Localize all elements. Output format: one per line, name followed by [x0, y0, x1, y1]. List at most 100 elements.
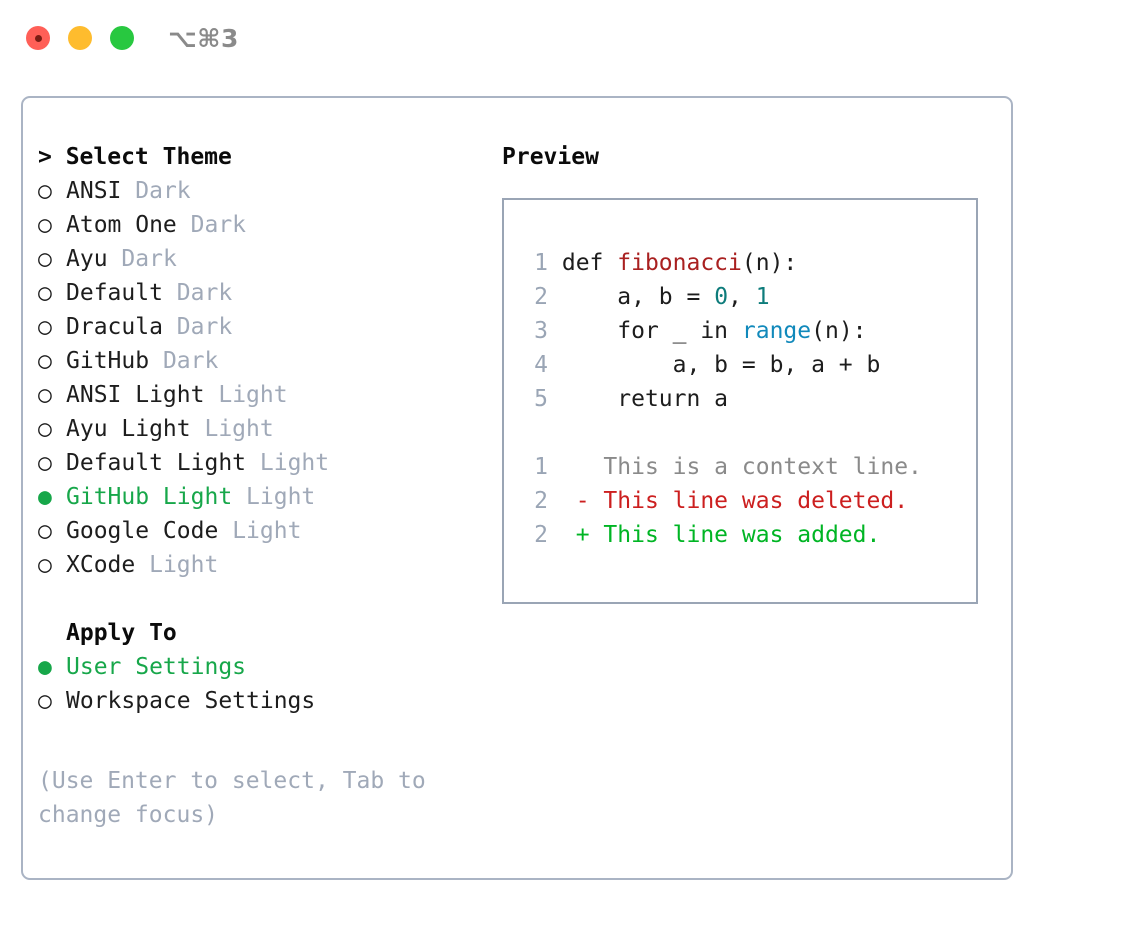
code-line: 5 return a: [524, 382, 976, 416]
code-token-plain: for _ in: [561, 318, 742, 344]
code-line-number: 3: [534, 318, 548, 344]
theme-option-atom-one[interactable]: ○ Atom One Dark: [38, 208, 468, 242]
close-window-icon[interactable]: [26, 26, 50, 50]
code-token-num: 1: [755, 284, 770, 310]
radio-unselected-icon[interactable]: ○: [38, 382, 52, 408]
code-token-plain: a, b = b, a + b: [561, 352, 881, 378]
radio-unselected-icon[interactable]: ○: [38, 688, 52, 714]
radio-unselected-icon[interactable]: ○: [38, 280, 52, 306]
diff-line-text: This is a context line.: [589, 454, 922, 480]
apply-to-option-label: Workspace Settings: [66, 688, 316, 714]
apply-to-option-label: User Settings: [66, 654, 247, 680]
theme-option-xcode[interactable]: ○ XCode Light: [38, 548, 468, 582]
apply-to-option-list: ● User Settings ○ Workspace Settings: [38, 650, 468, 718]
code-line-number: 1: [534, 250, 548, 276]
code-token-fn: fibonacci: [617, 250, 742, 276]
page-title: > Select Theme: [38, 144, 232, 170]
diff-line-number: 2: [534, 488, 548, 514]
diff-line-number: 2: [534, 522, 548, 548]
code-token-plain: (n):: [811, 318, 867, 344]
label-spacer: [149, 348, 163, 374]
diff-sample: 1 This is a context line. 2 - This line w…: [524, 450, 976, 552]
label-spacer: [177, 212, 191, 238]
theme-option-label: Default Light: [66, 450, 247, 476]
theme-option-label: XCode: [66, 552, 136, 578]
theme-variant-label: Dark: [162, 348, 219, 374]
label-spacer: [108, 246, 122, 272]
main-panel: > Select Theme ○ANSI Dark○Atom One Dark○…: [21, 96, 1013, 880]
radio-unselected-icon[interactable]: ○: [38, 518, 52, 544]
theme-option-label: ANSI: [66, 178, 122, 204]
radio-unselected-icon[interactable]: ○: [38, 348, 52, 374]
theme-variant-label: Light: [149, 552, 219, 578]
label-spacer: [218, 518, 232, 544]
code-line-number: 4: [534, 352, 548, 378]
theme-option-label: GitHub Light: [66, 484, 233, 510]
preview-column: Preview 1 def fibonacci(n):2 a, b = 0, 1…: [502, 140, 992, 604]
theme-option-ayu[interactable]: ○Ayu Dark: [38, 242, 468, 276]
maximize-window-icon[interactable]: [110, 26, 134, 50]
label-spacer: [246, 450, 260, 476]
gutter-gap: [548, 250, 562, 276]
apply-to-option-workspace-settings[interactable]: ○ Workspace Settings: [38, 684, 468, 718]
gutter-gap: [548, 386, 562, 412]
code-line-number: 2: [534, 284, 548, 310]
radio-unselected-icon[interactable]: ○: [38, 212, 52, 238]
code-line-number: 5: [534, 386, 548, 412]
minimize-window-icon[interactable]: [68, 26, 92, 50]
code-line: 1 def fibonacci(n):: [524, 246, 976, 280]
theme-option-label: Atom One: [66, 212, 177, 238]
theme-option-dracula[interactable]: ○Dracula Dark: [38, 310, 468, 344]
radio-unselected-icon[interactable]: ○: [38, 246, 52, 272]
keyboard-shortcut-label: ⌥⌘3: [168, 24, 239, 53]
keyboard-hint-text: (Use Enter to select, Tab to change focu…: [38, 768, 440, 828]
theme-option-default-light[interactable]: ○ Default Light Light: [38, 446, 468, 480]
theme-variant-label: Dark: [176, 280, 233, 306]
code-line: 3 for _ in range(n):: [524, 314, 976, 348]
radio-unselected-icon[interactable]: ○: [38, 450, 52, 476]
diff-marker-del: -: [575, 488, 590, 514]
theme-option-default[interactable]: ○ Default Dark: [38, 276, 468, 310]
theme-variant-label: Light: [259, 450, 330, 476]
code-line: 4 a, b = b, a + b: [524, 348, 976, 382]
theme-option-ansi-light[interactable]: ○ANSI Light Light: [38, 378, 468, 412]
code-token-num: 0: [714, 284, 729, 310]
title-bar: ⌥⌘3: [0, 0, 1140, 78]
theme-option-label: Ayu: [66, 246, 108, 272]
apply-to-option-user-settings[interactable]: ● User Settings: [38, 650, 468, 684]
label-spacer: [232, 484, 246, 510]
theme-variant-label: Light: [246, 484, 316, 510]
theme-picker-column: > Select Theme ○ANSI Dark○Atom One Dark○…: [38, 140, 468, 832]
gutter-gap: [548, 522, 576, 548]
label-spacer: [204, 382, 218, 408]
diff-line-ctx: 1 This is a context line.: [524, 450, 976, 484]
gutter-gap: [548, 352, 562, 378]
gutter-gap: [548, 488, 576, 514]
theme-option-ansi[interactable]: ○ANSI Dark: [38, 174, 468, 208]
diff-line-add: 2 + This line was added.: [524, 518, 976, 552]
radio-unselected-icon[interactable]: ○: [38, 416, 52, 442]
theme-option-google-code[interactable]: ○Google Code Light: [38, 514, 468, 548]
theme-option-list: ○ ANSI Dark ○ Atom One Dark ○ Ayu Dark ○ Defaul…: [38, 174, 468, 582]
radio-unselected-icon[interactable]: ○: [38, 314, 52, 340]
diff-line-text: This line was deleted.: [589, 488, 909, 514]
code-token-call: range: [741, 318, 812, 344]
diff-line-text: This line was added.: [589, 522, 881, 548]
code-token-plain: a, b =: [561, 284, 715, 310]
diff-marker-ctx: [576, 454, 590, 480]
theme-variant-label: Dark: [190, 212, 247, 238]
theme-option-github[interactable]: ○ GitHub Dark: [38, 344, 468, 378]
code-token-plain: return a: [561, 386, 729, 412]
theme-option-github-light[interactable]: ● GitHub Light Light: [38, 480, 468, 514]
theme-option-ayu-light[interactable]: ○Ayu Light Light: [38, 412, 468, 446]
radio-unselected-icon[interactable]: ○: [38, 552, 52, 578]
theme-option-label: GitHub: [66, 348, 150, 374]
label-spacer: [191, 416, 205, 442]
label-spacer: [163, 314, 177, 340]
radio-unselected-icon[interactable]: ○: [38, 178, 52, 204]
theme-option-label: Dracula: [66, 314, 163, 340]
radio-selected-icon[interactable]: ●: [38, 484, 52, 510]
theme-option-label: Default: [66, 280, 163, 306]
radio-selected-icon[interactable]: ●: [38, 654, 52, 680]
